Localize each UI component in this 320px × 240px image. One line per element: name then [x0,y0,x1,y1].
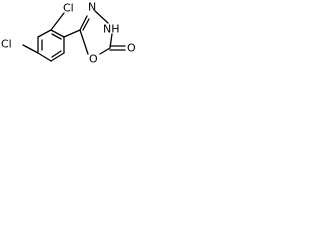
bond-ring-b6 [37,29,52,38]
atom-o-carbonyl: O [127,42,136,55]
bond-ring-b4 [37,52,52,62]
atom-o-ring: O [89,53,98,66]
bond-ring-double-1 [51,33,62,40]
bond-to-cl-top [50,12,65,31]
oxadiazolone-ring [79,10,126,55]
atom-cl-top: Cl [63,2,74,15]
atom-cl-left: Cl [1,38,12,51]
bond-o1-c5 [79,29,89,55]
bond-to-cl-left [22,44,39,54]
bond-c5-n4-double [82,18,90,31]
atom-n-ring-upper: N [88,1,96,14]
benzene-ring [37,29,65,62]
bond-aryl-to-oxadiazole [63,29,81,38]
bond-ring-b1 [50,29,65,38]
bond-ring-double-2 [51,50,62,58]
bond-n4-n3 [94,10,109,24]
atom-nh-ring: NH [103,23,120,36]
chemical-structure: Cl Cl N NH O O [1,1,136,66]
bond-c5-n4 [79,15,88,31]
bond-ring-b3 [50,52,65,62]
bond-c2-o1 [99,47,111,55]
